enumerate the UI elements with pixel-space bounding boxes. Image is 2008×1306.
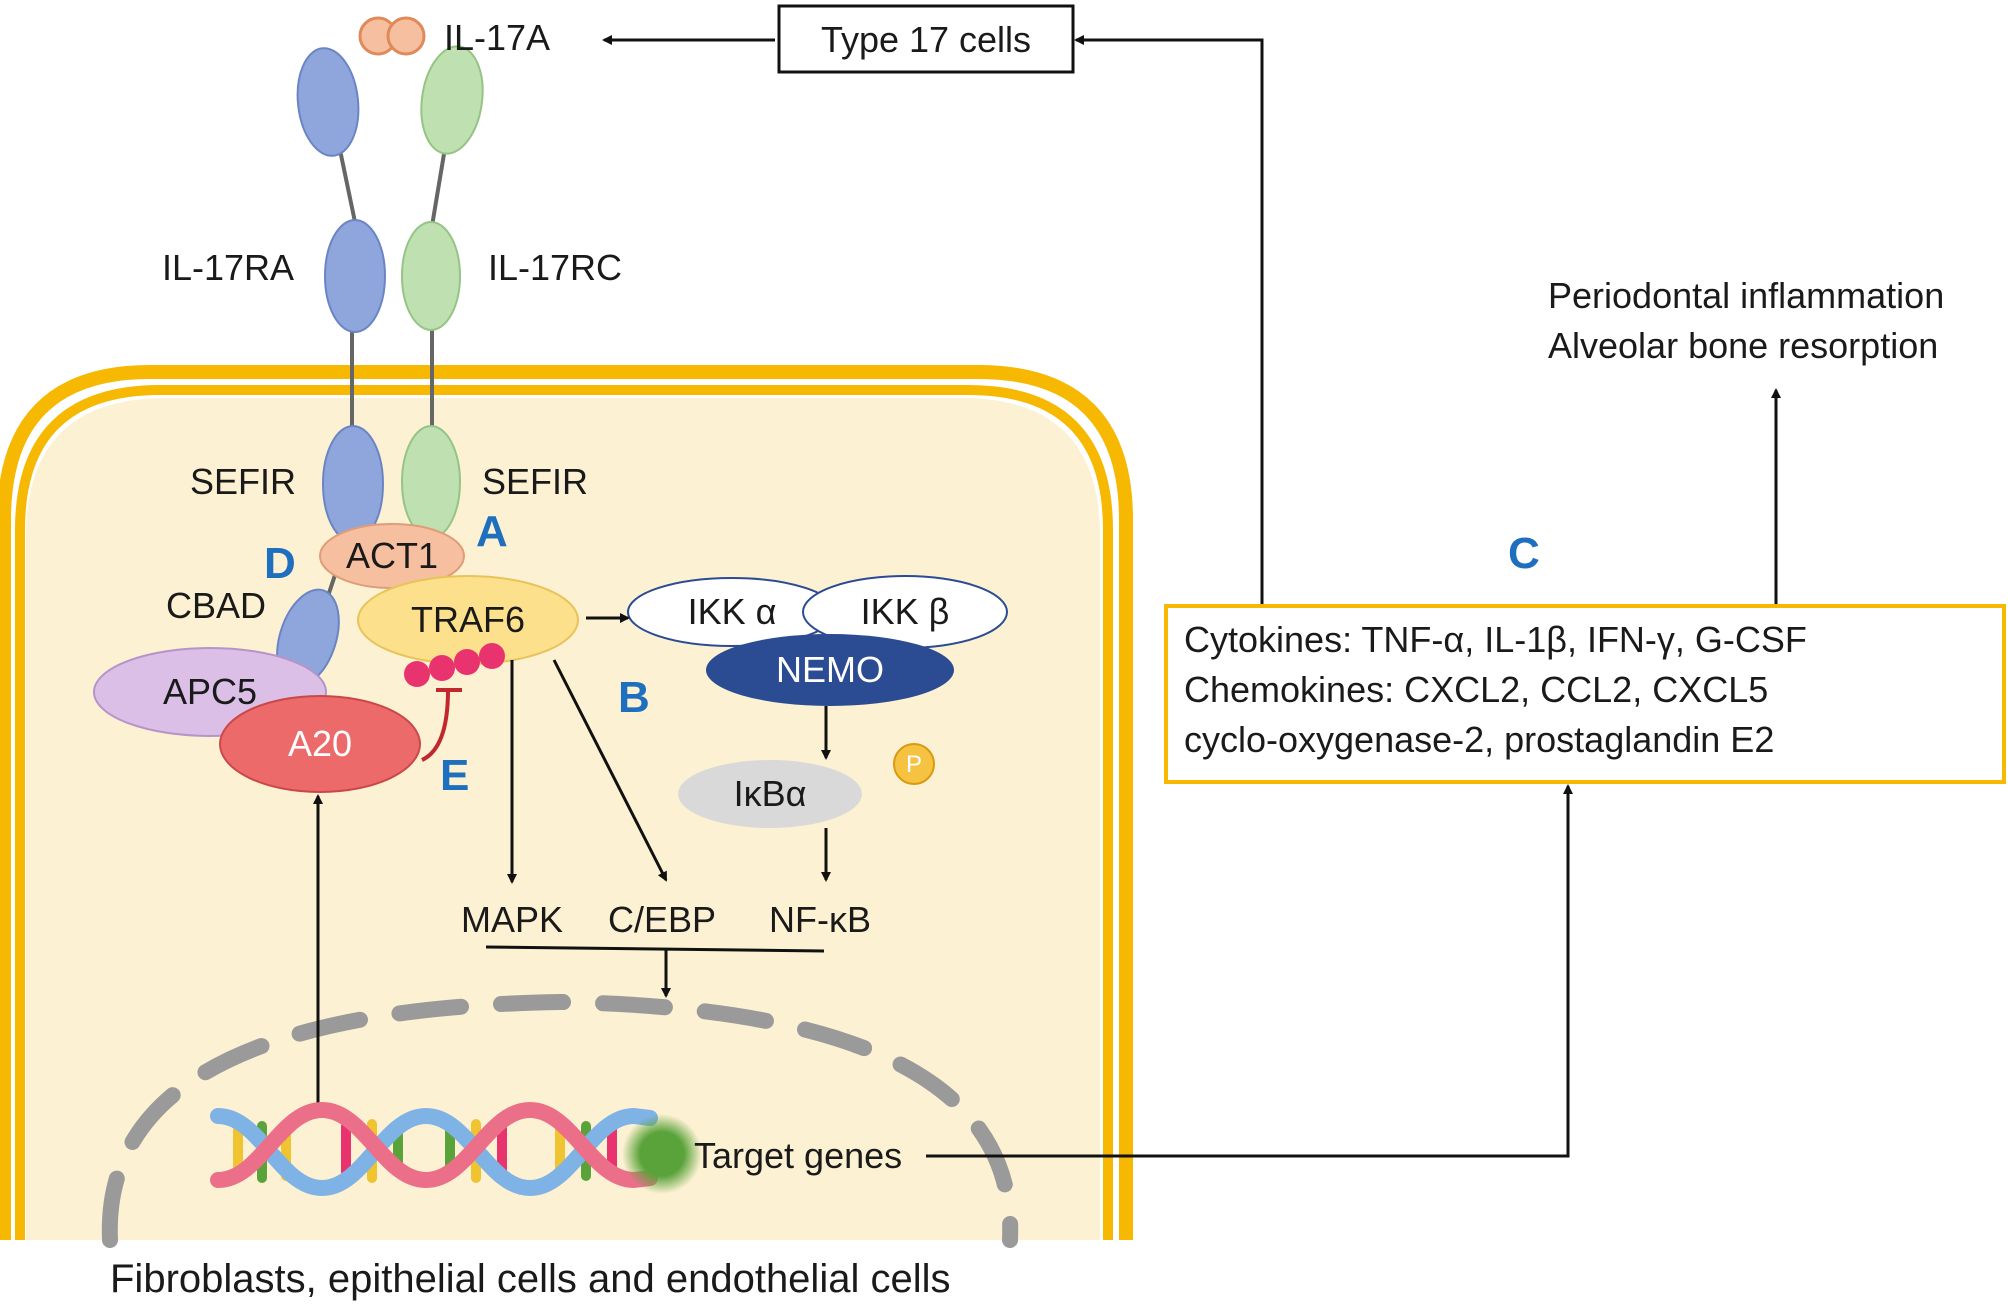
transcription-bracket xyxy=(485,945,825,953)
arrows xyxy=(313,35,1781,1158)
products-line-3: cyclo-oxygenase-2, prostaglandin E2 xyxy=(1184,719,1774,760)
phospho-badge xyxy=(893,743,935,785)
marker-b: B xyxy=(618,673,650,722)
marker-c: C xyxy=(1508,529,1540,578)
products-box xyxy=(1164,604,2006,784)
marker-d: D xyxy=(264,539,296,588)
il17rc-receptor xyxy=(401,45,484,539)
ubiquitin-chain xyxy=(404,643,505,687)
type17-box xyxy=(777,4,1075,74)
nucleus-envelope xyxy=(101,993,1019,1248)
cebp-label: C/EBP xyxy=(608,899,716,940)
outcome-line-2: Alveolar bone resorption xyxy=(1548,325,1938,366)
marker-a: A xyxy=(476,507,508,556)
outcome-line-1: Periodontal inflammation xyxy=(1548,275,1944,316)
arrow-genes-to-products xyxy=(926,784,1573,1158)
marker-e: E xyxy=(440,751,469,800)
apc5-label: APC5 xyxy=(163,671,257,712)
mapk-label: MAPK xyxy=(461,899,563,940)
inhibition-line xyxy=(421,689,450,762)
il17ra-label: IL-17RA xyxy=(162,247,294,288)
ikk-beta-label: IKK β xyxy=(861,591,950,632)
il17a-cytokine xyxy=(358,16,426,56)
sefir-right-label: SEFIR xyxy=(482,461,588,502)
nfkb-label: NF-κB xyxy=(769,899,871,940)
traf6-label: TRAF6 xyxy=(411,599,525,640)
il17ra-receptor xyxy=(276,47,386,688)
dna-helix xyxy=(210,1101,658,1197)
cell-membrane xyxy=(0,365,1133,1240)
target-genes-label: Target genes xyxy=(694,1135,902,1176)
ikba-label: IκBα xyxy=(734,773,807,814)
type17-label: Type 17 cells xyxy=(821,19,1031,60)
products-line-1: Cytokines: TNF-α, IL-1β, IFN-γ, G-CSF xyxy=(1184,619,1807,660)
arrow-products-to-type17 xyxy=(1074,35,1264,606)
nemo-label: NEMO xyxy=(776,649,884,690)
act1-label: ACT1 xyxy=(346,535,438,576)
target-gene-dot xyxy=(622,1114,702,1194)
a20-label: A20 xyxy=(288,723,352,764)
a20-protein xyxy=(219,695,421,793)
cbad-label: CBAD xyxy=(166,585,266,626)
il17rc-label: IL-17RC xyxy=(488,247,622,288)
nemo-protein xyxy=(706,634,954,706)
phospho-label: P xyxy=(906,751,922,778)
arrow-traf6-to-cebp xyxy=(552,659,668,882)
ikba-protein xyxy=(678,760,862,828)
cytoplasm xyxy=(26,398,1100,1240)
il17a-label: IL-17A xyxy=(444,17,550,58)
ikk-alpha-label: IKK α xyxy=(688,591,777,632)
products-line-2: Chemokines: CXCL2, CCL2, CXCL5 xyxy=(1184,669,1768,710)
sefir-left-label: SEFIR xyxy=(190,461,296,502)
cell-type-caption: Fibroblasts, epithelial cells and endoth… xyxy=(110,1257,950,1301)
